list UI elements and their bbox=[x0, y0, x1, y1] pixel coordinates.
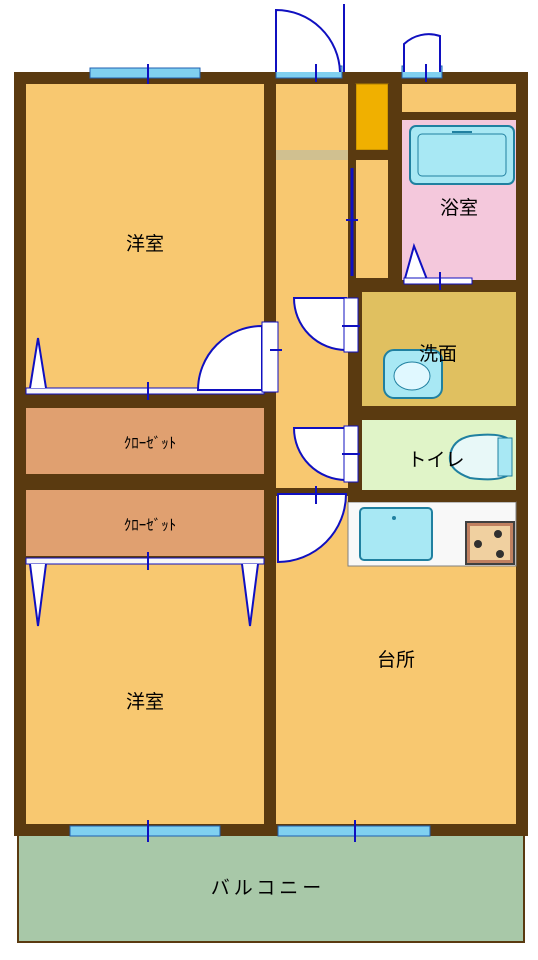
bathtub-icon bbox=[409, 125, 515, 185]
label-bedroom-top: 洋室 bbox=[126, 233, 164, 255]
label-kitchen: 台所 bbox=[377, 649, 415, 671]
closet-door-icon bbox=[29, 563, 47, 627]
burner-icon bbox=[474, 540, 482, 548]
label-bedroom-bottom: 洋室 bbox=[126, 691, 164, 713]
closet-door-icon bbox=[29, 337, 47, 389]
bath-door-icon bbox=[403, 33, 441, 72]
kitchen-door-icon bbox=[277, 493, 348, 564]
label-toilet: トイレ bbox=[407, 449, 464, 471]
label-washroom: 洗面 bbox=[419, 343, 457, 365]
closet-bottom bbox=[26, 490, 264, 556]
bath-fold-door-icon bbox=[403, 242, 429, 283]
label-balcony: バルコニー bbox=[211, 877, 326, 899]
bedroom-door-icon bbox=[196, 324, 263, 391]
window-bedroom-top bbox=[89, 67, 201, 79]
closet-top bbox=[26, 408, 264, 474]
toilet-icon bbox=[448, 433, 511, 481]
burner-icon bbox=[496, 550, 504, 558]
storage-shelf bbox=[355, 83, 389, 151]
label-bath: 浴室 bbox=[440, 197, 478, 219]
label-closet-top: ｸﾛｰｾﾞｯﾄ bbox=[124, 434, 177, 452]
window-bedroom-bottom bbox=[69, 825, 221, 837]
hall-upper bbox=[276, 84, 348, 156]
bath-entry bbox=[402, 84, 516, 112]
balcony bbox=[17, 831, 525, 943]
hall-strip bbox=[276, 150, 348, 160]
closet-door-icon bbox=[241, 563, 259, 627]
hall-closet bbox=[356, 160, 388, 278]
kitchen-drain-icon bbox=[392, 516, 396, 520]
entrance-door-icon bbox=[275, 8, 341, 73]
kitchen-sink-icon bbox=[359, 507, 433, 561]
washroom-door-icon bbox=[292, 297, 347, 352]
toilet-door-icon bbox=[292, 427, 347, 482]
bedroom-bottom bbox=[26, 560, 264, 824]
burner-icon bbox=[494, 530, 502, 538]
label-closet-bottom: ｸﾛｰｾﾞｯﾄ bbox=[124, 516, 177, 534]
bathtub-inner bbox=[417, 133, 507, 177]
